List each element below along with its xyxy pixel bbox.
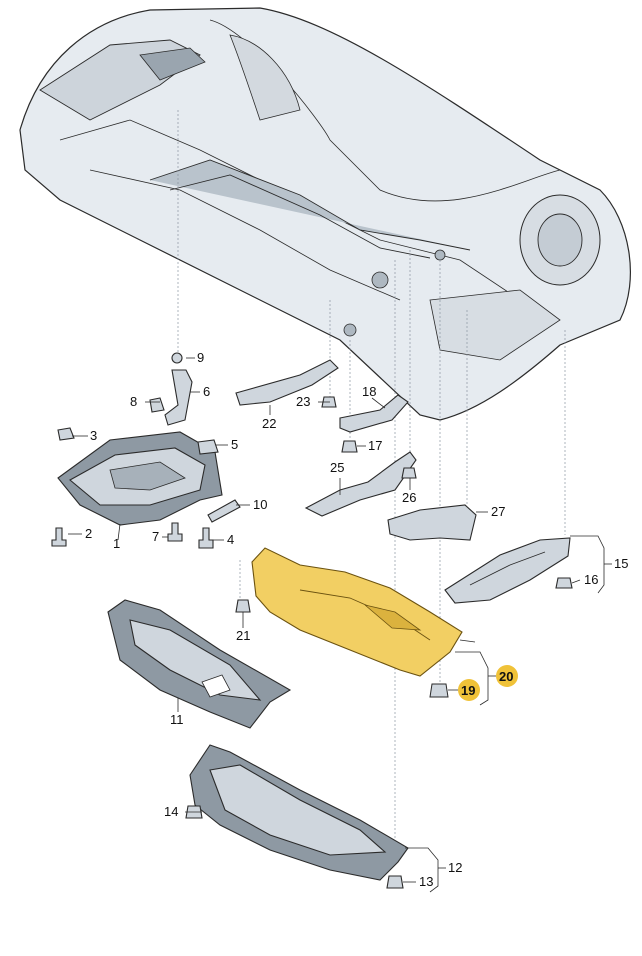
small-fasteners [51, 352, 241, 549]
part-13-nut [386, 875, 404, 889]
part-16-nut [555, 577, 573, 589]
part-12-side-shield [189, 744, 409, 881]
callout-14: 14 [164, 804, 178, 819]
part-27-bracket [387, 504, 477, 541]
callout-11: 11 [170, 712, 184, 727]
callout-23: 23 [296, 394, 310, 409]
part-25-bracket [304, 451, 417, 517]
callout-10: 10 [253, 497, 267, 512]
callout-3: 3 [90, 428, 97, 443]
callout-2: 2 [85, 526, 92, 541]
part-15-rear-shield [444, 537, 571, 604]
callout-6: 6 [203, 384, 210, 399]
part-26-nut [401, 467, 417, 479]
alignment-lines [177, 110, 566, 840]
callout-5: 5 [231, 437, 238, 452]
callout-18: 18 [362, 384, 376, 399]
callout-1: 1 [113, 536, 120, 551]
car-underbody [19, 7, 631, 421]
callout-20: 20 [499, 669, 513, 684]
callout-16: 16 [584, 572, 598, 587]
part-17-nut [341, 440, 358, 453]
callout-8: 8 [130, 394, 137, 409]
callout-17: 17 [368, 438, 382, 453]
callout-9: 9 [197, 350, 204, 365]
callout-4: 4 [227, 532, 234, 547]
part-20-underbody-panel [251, 547, 463, 677]
badge-19 [458, 679, 480, 701]
part-18-bracket [339, 394, 409, 433]
callout-13: 13 [419, 874, 433, 889]
callout-19: 19 [461, 683, 475, 698]
callout-27: 27 [491, 504, 505, 519]
callout-21: 21 [236, 628, 250, 643]
part-21-nut [235, 599, 251, 613]
part-11-side-shield [107, 599, 292, 729]
part-19-nut [429, 683, 449, 698]
callout-25: 25 [330, 460, 344, 475]
callout-12: 12 [448, 860, 462, 875]
callout-7: 7 [152, 529, 159, 544]
callout-26: 26 [402, 490, 416, 505]
part-22-bracket [235, 359, 339, 406]
part-1-engine-shield [57, 431, 223, 526]
callout-15: 15 [614, 556, 628, 571]
badge-20 [496, 665, 518, 687]
callout-22: 22 [262, 416, 276, 431]
